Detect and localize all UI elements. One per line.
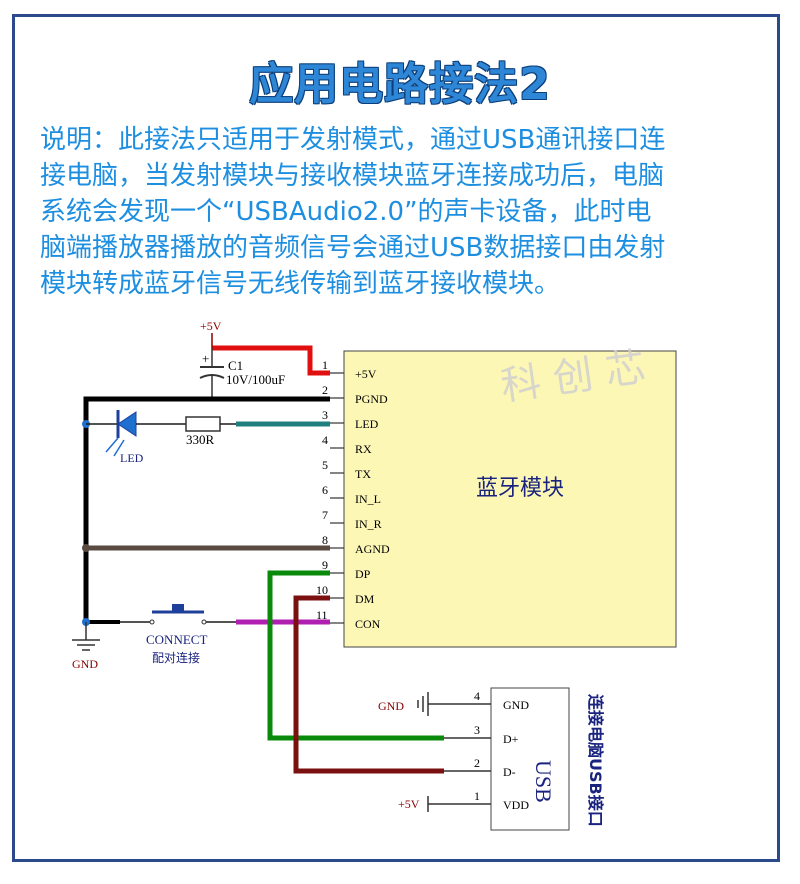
usb-pin-number: 3 bbox=[474, 723, 480, 737]
description-line: 模块转成蓝牙信号无线传输到蓝牙接收模块。 bbox=[40, 269, 561, 299]
pin-name: PGND bbox=[355, 392, 388, 406]
pin-name: LED bbox=[355, 417, 379, 431]
pin-name: TX bbox=[355, 467, 371, 481]
usb-side-label: 连接电脑USB接口 bbox=[586, 694, 605, 827]
led-label: LED bbox=[120, 451, 144, 465]
pin-number: 2 bbox=[322, 383, 328, 397]
led-arrow bbox=[105, 437, 119, 453]
pin-number: 10 bbox=[316, 583, 328, 597]
button-contact bbox=[149, 619, 155, 625]
resistor-icon bbox=[185, 416, 221, 432]
cap-value: 10V/100uF bbox=[226, 372, 285, 387]
wire-dp bbox=[267, 570, 444, 741]
pin-name: +5V bbox=[355, 367, 377, 381]
usb-pin-number: 1 bbox=[474, 789, 480, 803]
pin-name: RX bbox=[355, 442, 372, 456]
button-label: CONNECT bbox=[146, 632, 207, 647]
usb-pin-number: 2 bbox=[474, 756, 480, 770]
led-arrow bbox=[113, 439, 125, 457]
usb-vdd-label: +5V bbox=[398, 797, 420, 811]
pin-name: CON bbox=[355, 617, 381, 631]
page-title: 应用电路接法2 bbox=[249, 59, 551, 110]
usb-gnd-label: GND bbox=[378, 699, 404, 713]
pin-name: DM bbox=[355, 592, 375, 606]
usb-pin-number: 4 bbox=[474, 689, 480, 703]
supply-label: +5V bbox=[200, 319, 222, 333]
led-icon bbox=[117, 411, 137, 437]
button-cn-label: 配对连接 bbox=[152, 650, 200, 665]
gnd-label: GND bbox=[72, 657, 98, 671]
module-label: 蓝牙模块 bbox=[476, 476, 564, 501]
pin-number: 1 bbox=[322, 358, 328, 372]
pin-number: 3 bbox=[322, 408, 328, 422]
cap-plus: + bbox=[202, 351, 209, 366]
description-line: 脑端播放器播放的音频信号会通过USB数据接口由发射 bbox=[40, 233, 666, 263]
pin-name: DP bbox=[355, 567, 371, 581]
pin-number: 8 bbox=[322, 533, 328, 547]
pin-number: 5 bbox=[322, 458, 328, 472]
description: 说明：此接法只适用于发射模式，通过USB通讯接口连 接电脑，当发射模块与接收模块… bbox=[40, 122, 764, 302]
usb-connector-box bbox=[490, 687, 570, 831]
pin-number: 6 bbox=[322, 483, 328, 497]
usb-pin-name: D+ bbox=[503, 732, 519, 746]
pin-name: IN_R bbox=[355, 517, 382, 531]
button-icon bbox=[172, 604, 184, 612]
pin-name: AGND bbox=[355, 542, 390, 556]
wire-dm bbox=[293, 595, 444, 774]
pin-number: 9 bbox=[322, 558, 328, 572]
button-contact bbox=[201, 619, 207, 625]
usb-pin-name: VDD bbox=[503, 798, 529, 812]
pin-number: 4 bbox=[322, 433, 328, 447]
usb-pin-name: D- bbox=[503, 765, 516, 779]
pin-number: 11 bbox=[316, 608, 328, 622]
cap-plate-bottom bbox=[199, 374, 225, 379]
usb-pin-name: GND bbox=[503, 698, 529, 712]
wire-5v bbox=[212, 345, 330, 376]
description-line: 说明：此接法只适用于发射模式，通过USB通讯接口连 bbox=[40, 125, 666, 155]
usb-label: USB bbox=[531, 760, 556, 803]
pin-number: 7 bbox=[322, 508, 328, 522]
resistor-label: 330R bbox=[186, 432, 215, 447]
cap-name: C1 bbox=[228, 358, 243, 373]
description-line: 系统会发现一个“USBAudio2.0”的声卡设备，此时电 bbox=[40, 197, 652, 227]
pin-name: IN_L bbox=[355, 492, 381, 506]
bluetooth-module-box bbox=[343, 350, 677, 648]
junction bbox=[82, 544, 90, 552]
description-line: 接电脑，当发射模块与接收模块蓝牙连接成功后，电脑 bbox=[40, 161, 665, 191]
